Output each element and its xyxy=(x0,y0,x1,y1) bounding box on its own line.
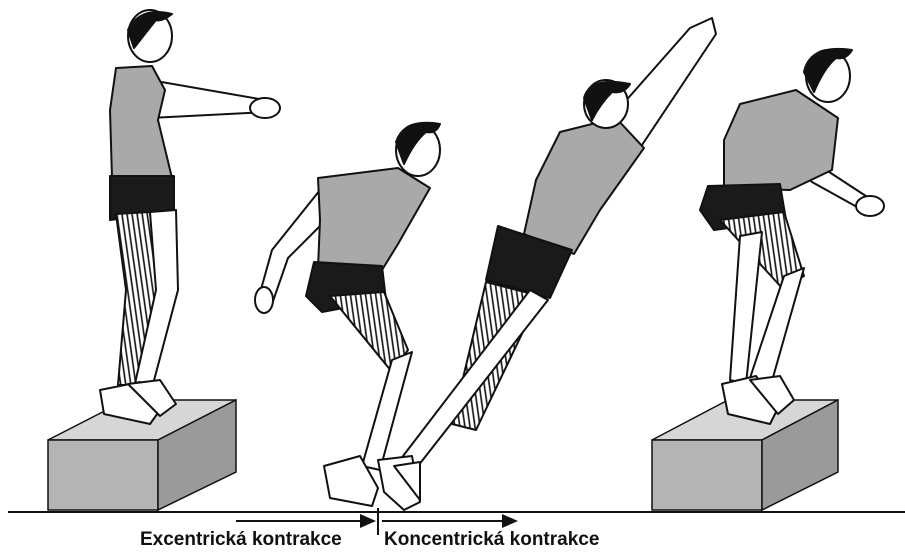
eccentric-arrow xyxy=(236,514,376,528)
figure-standing xyxy=(100,10,280,424)
eccentric-label: Excentrická kontrakce xyxy=(140,529,342,551)
figure-landing xyxy=(700,49,884,424)
concentric-label: Koncentrická kontrakce xyxy=(384,529,599,551)
concentric-arrow xyxy=(382,514,518,528)
